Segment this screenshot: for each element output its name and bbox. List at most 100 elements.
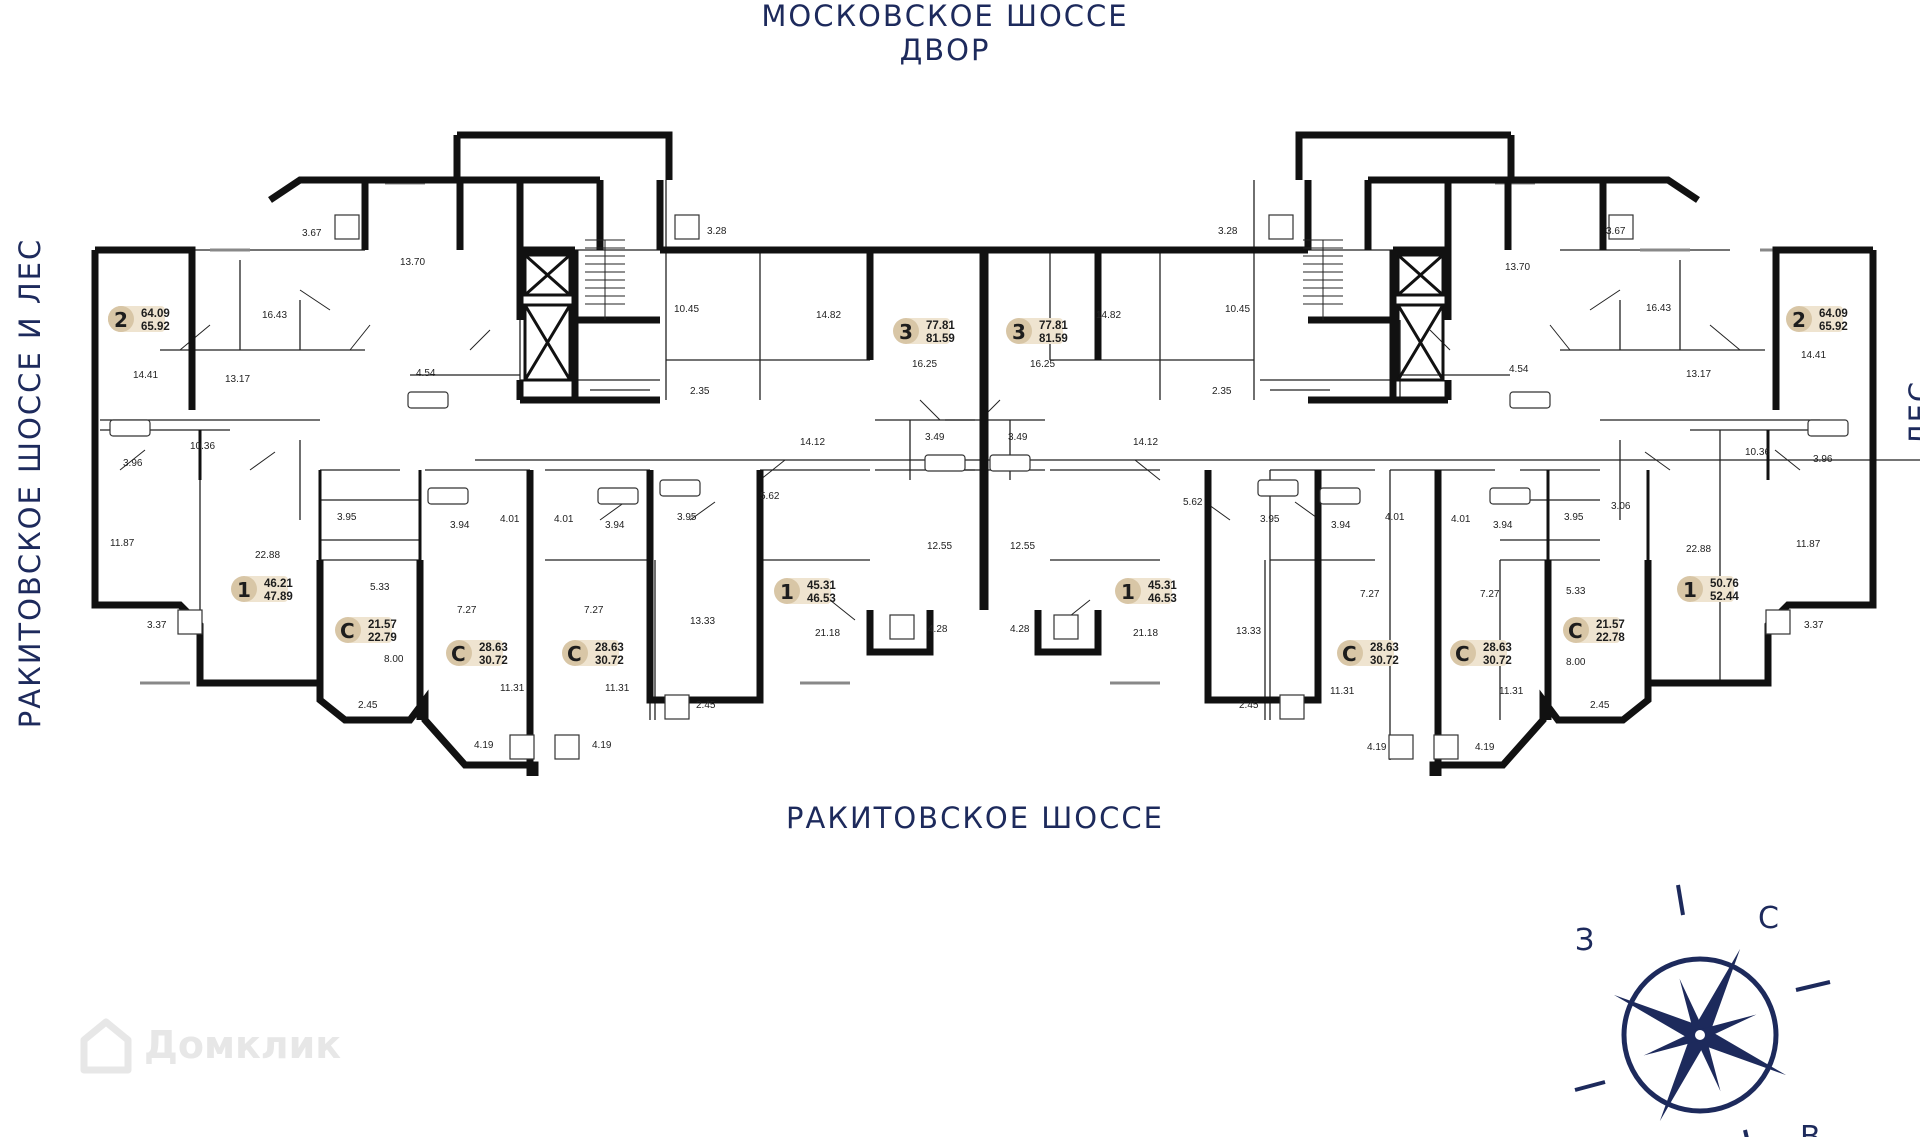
room-area: 2.45	[358, 700, 378, 711]
room-area: 12.55	[1010, 541, 1035, 552]
room-area: 11.31	[1499, 686, 1524, 697]
room-area: 3.95	[677, 512, 697, 523]
room-area: 2.45	[1590, 700, 1610, 711]
apartment-total-area: 30.72	[595, 655, 624, 667]
room-area: 4.01	[500, 514, 520, 525]
room-area: 21.18	[1133, 628, 1158, 639]
room-area: 14.41	[133, 370, 158, 381]
elevator-shafts	[523, 253, 1445, 382]
room-area: 2.35	[1212, 386, 1232, 397]
apartment-badge[interactable]: 1 45.31 46.53	[1115, 578, 1177, 605]
room-area: 3.37	[1804, 620, 1824, 631]
room-area: 4.19	[1367, 742, 1387, 753]
apartment-rooms: С	[567, 642, 582, 666]
apartment-badge[interactable]: 2 64.09 65.92	[108, 306, 170, 333]
room-area: 3.49	[1008, 432, 1028, 443]
stairs	[585, 239, 1343, 320]
room-area: 11.87	[1796, 539, 1821, 550]
room-area: 3.95	[1260, 514, 1280, 525]
apartment-badge[interactable]: С 28.63 30.72	[1450, 640, 1512, 667]
apartment-area: 21.57	[1596, 619, 1625, 631]
apartment-total-area: 46.53	[1148, 593, 1177, 605]
room-area: 4.01	[554, 514, 574, 525]
room-area: 21.18	[815, 628, 840, 639]
apartment-badge[interactable]: 2 64.09 65.92	[1786, 306, 1848, 333]
street-label-bottom: РАКИТОВСКОЕ ШОССЕ	[786, 801, 1164, 835]
apartment-total-area: 46.53	[807, 593, 836, 605]
apartment-badge[interactable]: 1 46.21 47.89	[231, 576, 293, 603]
room-area: 4.19	[474, 740, 494, 751]
room-area: 3.49	[925, 432, 945, 443]
room-area: 14.41	[1801, 350, 1826, 361]
apartment-rooms: 1	[1683, 578, 1697, 602]
apartment-area: 45.31	[807, 580, 836, 592]
apartment-area: 28.63	[479, 642, 508, 654]
room-area: 22.88	[1686, 544, 1711, 555]
apartment-area: 28.63	[1370, 642, 1399, 654]
room-area: 4.54	[416, 368, 436, 379]
room-area: 4.01	[1451, 514, 1471, 525]
room-area: 5.33	[370, 582, 390, 593]
room-area: 13.70	[400, 257, 425, 268]
room-area: 5.62	[760, 491, 780, 502]
room-area: 4.19	[592, 740, 612, 751]
compass-west-label: З	[1575, 923, 1594, 958]
room-area: 3.37	[147, 620, 167, 631]
room-area: 14.82	[1096, 310, 1121, 321]
apartment-total-area: 47.89	[264, 591, 293, 603]
room-area: 13.33	[690, 616, 715, 627]
room-area: 5.62	[1183, 497, 1203, 508]
room-area: 8.00	[1566, 657, 1586, 668]
apartment-total-area: 30.72	[479, 655, 508, 667]
room-area: 12.55	[927, 541, 952, 552]
room-area: 3.67	[1606, 226, 1626, 237]
apartment-badge[interactable]: 1 45.31 46.53	[774, 578, 836, 605]
apartment-rooms: 2	[1792, 308, 1806, 332]
apartment-area: 28.63	[595, 642, 624, 654]
apartment-rooms: С	[1455, 642, 1470, 666]
apartment-badge[interactable]: 3 77.81 81.59	[893, 318, 955, 345]
room-area: 16.25	[1030, 359, 1055, 370]
apartment-area: 64.09	[141, 308, 170, 320]
apartment-badges: 2 64.09 65.92 1 46.21 47.89 С 21.57 22.7…	[108, 306, 1848, 667]
apartment-rooms: 3	[1012, 320, 1026, 344]
apartment-area: 21.57	[368, 619, 397, 631]
room-area: 10.45	[674, 304, 699, 315]
apartment-badge[interactable]: С 21.57 22.78	[1563, 617, 1625, 644]
room-area: 22.88	[255, 550, 280, 561]
apartment-rooms: 1	[1121, 580, 1135, 604]
apartment-badge[interactable]: С 28.63 30.72	[1337, 640, 1399, 667]
room-area: 4.01	[1385, 512, 1405, 523]
apartment-total-area: 30.72	[1370, 655, 1399, 667]
apartment-rooms: 1	[237, 578, 251, 602]
apartment-area: 77.81	[1039, 320, 1068, 332]
room-area: 2.45	[696, 700, 716, 711]
room-area: 4.28	[928, 624, 948, 635]
apartment-badge[interactable]: 3 77.81 81.59	[1006, 318, 1068, 345]
room-area: 3.95	[337, 512, 357, 523]
room-area: 16.43	[262, 310, 287, 321]
apartment-badge[interactable]: С 21.57 22.79	[335, 617, 397, 644]
room-area: 3.28	[1218, 226, 1238, 237]
apartment-badge[interactable]: С 28.63 30.72	[562, 640, 624, 667]
room-area-labels: 3.67 13.70 16.43 14.41 13.17 4.54 10.36 …	[110, 226, 1833, 753]
apartment-total-area: 65.92	[1819, 321, 1848, 333]
apartment-rooms: 2	[114, 308, 128, 332]
apartment-area: 46.21	[264, 578, 293, 590]
compass-rose-icon: С В Ю З	[1574, 884, 1831, 1137]
room-area: 3.96	[123, 458, 143, 469]
room-area: 3.06	[1611, 501, 1631, 512]
room-area: 11.87	[110, 538, 135, 549]
room-area: 10.36	[1745, 447, 1770, 458]
room-area: 7.27	[1480, 589, 1500, 600]
inner-walls	[198, 430, 1770, 560]
apartment-total-area: 81.59	[926, 333, 955, 345]
room-area: 10.36	[190, 441, 215, 452]
room-area: 11.31	[605, 683, 630, 694]
apartment-badge[interactable]: 1 50.76 52.44	[1677, 576, 1739, 603]
compass-north-label: С	[1758, 901, 1779, 936]
apartment-area: 28.63	[1483, 642, 1512, 654]
room-area: 7.27	[1360, 589, 1380, 600]
apartment-badge[interactable]: С 28.63 30.72	[446, 640, 508, 667]
apartment-total-area: 52.44	[1710, 591, 1739, 603]
